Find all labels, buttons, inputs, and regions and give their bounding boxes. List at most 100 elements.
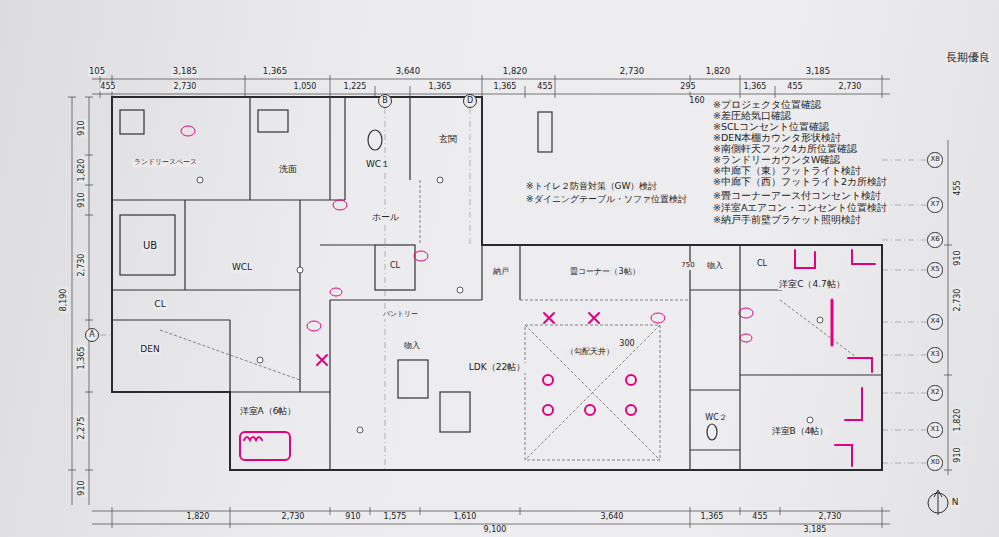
dimension-label: 1,575 <box>383 513 408 522</box>
room-label: WC２ <box>704 414 728 423</box>
grid-letter: X2 <box>930 389 939 397</box>
grid-letter: X5 <box>930 266 939 274</box>
dimension-label: 1,820 <box>705 67 731 76</box>
plan-label: 長期優良 <box>945 52 991 64</box>
room-name: 洗面 <box>279 165 297 175</box>
grid-letter: D <box>467 97 473 106</box>
note-text: ※ダイニングテーブル・ソファ位置検討 <box>525 195 688 205</box>
dimension-label: 2,275 <box>78 416 87 441</box>
plan-label: （勾配天井） <box>565 348 615 357</box>
note-text: ※ランドリーカウンタW確認 <box>712 155 841 165</box>
grid-marker: B <box>378 94 393 109</box>
grid-letter: X1 <box>930 426 939 434</box>
dimension-label: 2,730 <box>818 513 843 522</box>
room-name: 物入 <box>404 342 420 351</box>
dimension-label: 1,365 <box>743 83 768 92</box>
room-label: 洋室A（6帖） <box>239 407 298 417</box>
dimension-label: 1,365 <box>700 513 725 522</box>
dimension-label: 105 <box>88 67 106 76</box>
dimension-label: 910 <box>78 191 87 208</box>
grid-marker: X4 <box>927 314 942 329</box>
grid-marker: X8 <box>927 152 942 167</box>
grid-marker: X6 <box>927 232 942 247</box>
room-label: 洋室B（4帖） <box>771 427 830 437</box>
room-name: 洋室C（4.7帖） <box>779 280 845 290</box>
grid-marker: X1 <box>927 422 942 437</box>
room-name: DEN <box>140 345 159 355</box>
grid-letter: X8 <box>930 156 939 164</box>
dimension-label: 295 <box>679 83 696 92</box>
dimension-label: 455 <box>751 513 768 522</box>
room-label: 納戸 <box>492 268 510 277</box>
room-label: 物入 <box>403 342 421 351</box>
room-label: WCL <box>231 263 253 273</box>
grid-marker: X7 <box>927 197 942 212</box>
dimension-label: 1,365 <box>493 83 518 92</box>
dimension-label: 3,185 <box>172 67 198 76</box>
note-text: ※南側軒天フック4カ所位置確認 <box>712 144 858 154</box>
grid-letter: X7 <box>930 201 939 209</box>
dimension-label: 910 <box>954 249 963 266</box>
note-text: ※中廊下（東）フットライト検討 <box>712 166 862 176</box>
dimension-label: 455 <box>99 83 116 92</box>
dimension-label: 1,610 <box>453 513 478 522</box>
room-name: 物入 <box>707 262 723 271</box>
room-name: WCL <box>232 263 252 273</box>
room-label: CL <box>153 300 166 310</box>
dimension-label: 3,185 <box>803 526 828 535</box>
grid-letter: X3 <box>930 351 939 359</box>
dimension-label: 750 <box>680 262 695 270</box>
note-text: ※洋室Aエアコン・コンセント位置検討 <box>712 203 888 213</box>
room-label: UB <box>142 240 158 251</box>
dimension-label: 300 <box>618 340 635 349</box>
note-text: ※納戸手前壁ブラケット照明検討 <box>712 215 862 225</box>
plan-label: パントリー <box>382 311 419 319</box>
dimension-label: 910 <box>344 513 361 522</box>
note-text: ※トイレ２防音対策（GW）検討 <box>525 182 658 192</box>
grid-letter: B <box>382 97 388 106</box>
grid-marker: X2 <box>927 385 942 400</box>
note-text: ※差圧給気口確認 <box>712 111 792 121</box>
room-name: ホール <box>372 213 399 223</box>
grid-letter: X6 <box>930 236 939 244</box>
dimension-label: 1,820 <box>78 158 87 183</box>
room-label: LDK（22帖） <box>468 363 526 373</box>
note-text: ※畳コーナーアース付コンセント検討 <box>712 191 882 201</box>
room-label: 玄関 <box>438 135 458 145</box>
room-name: 玄関 <box>439 135 457 145</box>
grid-marker: A <box>85 328 100 343</box>
dimension-label: 2,730 <box>619 67 645 76</box>
room-name: 畳コーナー（3帖） <box>570 268 639 277</box>
room-name: CL <box>757 260 767 269</box>
dimension-label: 2,730 <box>173 83 198 92</box>
room-label: 畳コーナー（3帖） <box>569 268 640 277</box>
dimension-label: 8,190 <box>60 288 69 313</box>
dimension-label: 2,730 <box>281 513 306 522</box>
dimension-label: 1,365 <box>428 83 453 92</box>
dimension-label: 1,820 <box>954 408 963 433</box>
grid-marker: D <box>463 94 478 109</box>
grid-marker: X5 <box>927 262 942 277</box>
note-text: ※SCLコンセント位置確認 <box>712 122 830 132</box>
room-name: CL <box>154 300 165 310</box>
room-label: CL <box>389 262 401 271</box>
note-text: ※中廊下（西）フットライト2カ所検討 <box>712 177 888 187</box>
dimension-label: 455 <box>954 179 963 196</box>
dimension-label: 910 <box>78 119 87 136</box>
room-name: 洋室B（4帖） <box>772 427 829 437</box>
dimension-label: 1,365 <box>78 346 87 371</box>
grid-letter: X0 <box>930 459 939 467</box>
dimension-label: 3,640 <box>600 513 625 522</box>
dimension-label: 2,730 <box>954 288 963 313</box>
dimension-label: 455 <box>786 83 803 92</box>
dimension-label: 9,100 <box>483 526 508 535</box>
dimension-label: 160 <box>688 97 705 106</box>
plan-label: ランドリースペース <box>133 159 198 167</box>
dimension-label: 910 <box>78 479 87 496</box>
dimension-label: 3,640 <box>395 67 421 76</box>
dimension-label: 1,820 <box>502 67 528 76</box>
room-label: DEN <box>139 345 160 355</box>
room-name: WC１ <box>366 160 390 170</box>
room-label: 洋室C（4.7帖） <box>778 280 846 290</box>
